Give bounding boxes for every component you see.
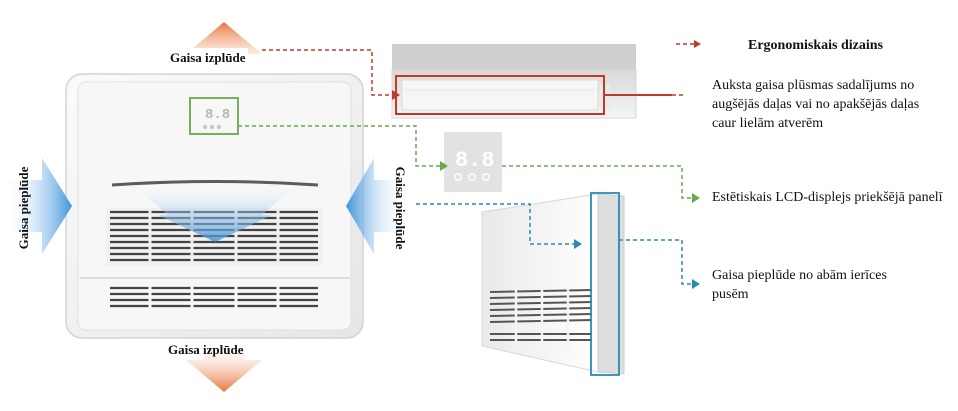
legend-title: Ergonomiskais dizains — [748, 38, 883, 53]
intake-right-label: Gaisa pieplūde — [393, 166, 408, 250]
intake-arrow-left — [4, 158, 72, 254]
front-unit: 8.8 — [65, 73, 364, 339]
intake-arrow-right — [346, 158, 406, 254]
side-intake-highlight-box — [590, 192, 620, 376]
exhaust-bottom-label: Gaisa izplūde — [168, 342, 244, 357]
legend-airflow-text: Auksta gaisa plūsmas sadalījums no augšē… — [712, 78, 920, 131]
airflow-down-arrow — [140, 190, 290, 242]
display-highlight-box — [189, 97, 239, 135]
svg-text:8.8: 8.8 — [205, 107, 230, 123]
front-unit-display: 8.8 — [202, 107, 230, 130]
green-connector — [238, 125, 694, 199]
lower-grille — [110, 284, 318, 310]
svg-text:8.8: 8.8 — [455, 148, 495, 173]
intake-left-label: Gaisa pieplūde — [16, 166, 31, 250]
legend-red-marker — [676, 40, 701, 48]
console-unit — [481, 192, 625, 376]
lcd-panel: 8.8 — [444, 132, 502, 192]
blue-connector — [416, 203, 694, 285]
red-connector — [262, 49, 684, 96]
exhaust-arrow-bottom — [186, 340, 262, 392]
legend-intake-text: Gaisa pieplūde no abām ierīces pusēm — [712, 268, 887, 302]
ceiling-unit — [391, 44, 672, 119]
exhaust-top-label: Gaisa izplūde — [168, 48, 248, 67]
legend-lcd-text: Estētiskais LCD-displejs priekšējā panel… — [712, 190, 943, 205]
